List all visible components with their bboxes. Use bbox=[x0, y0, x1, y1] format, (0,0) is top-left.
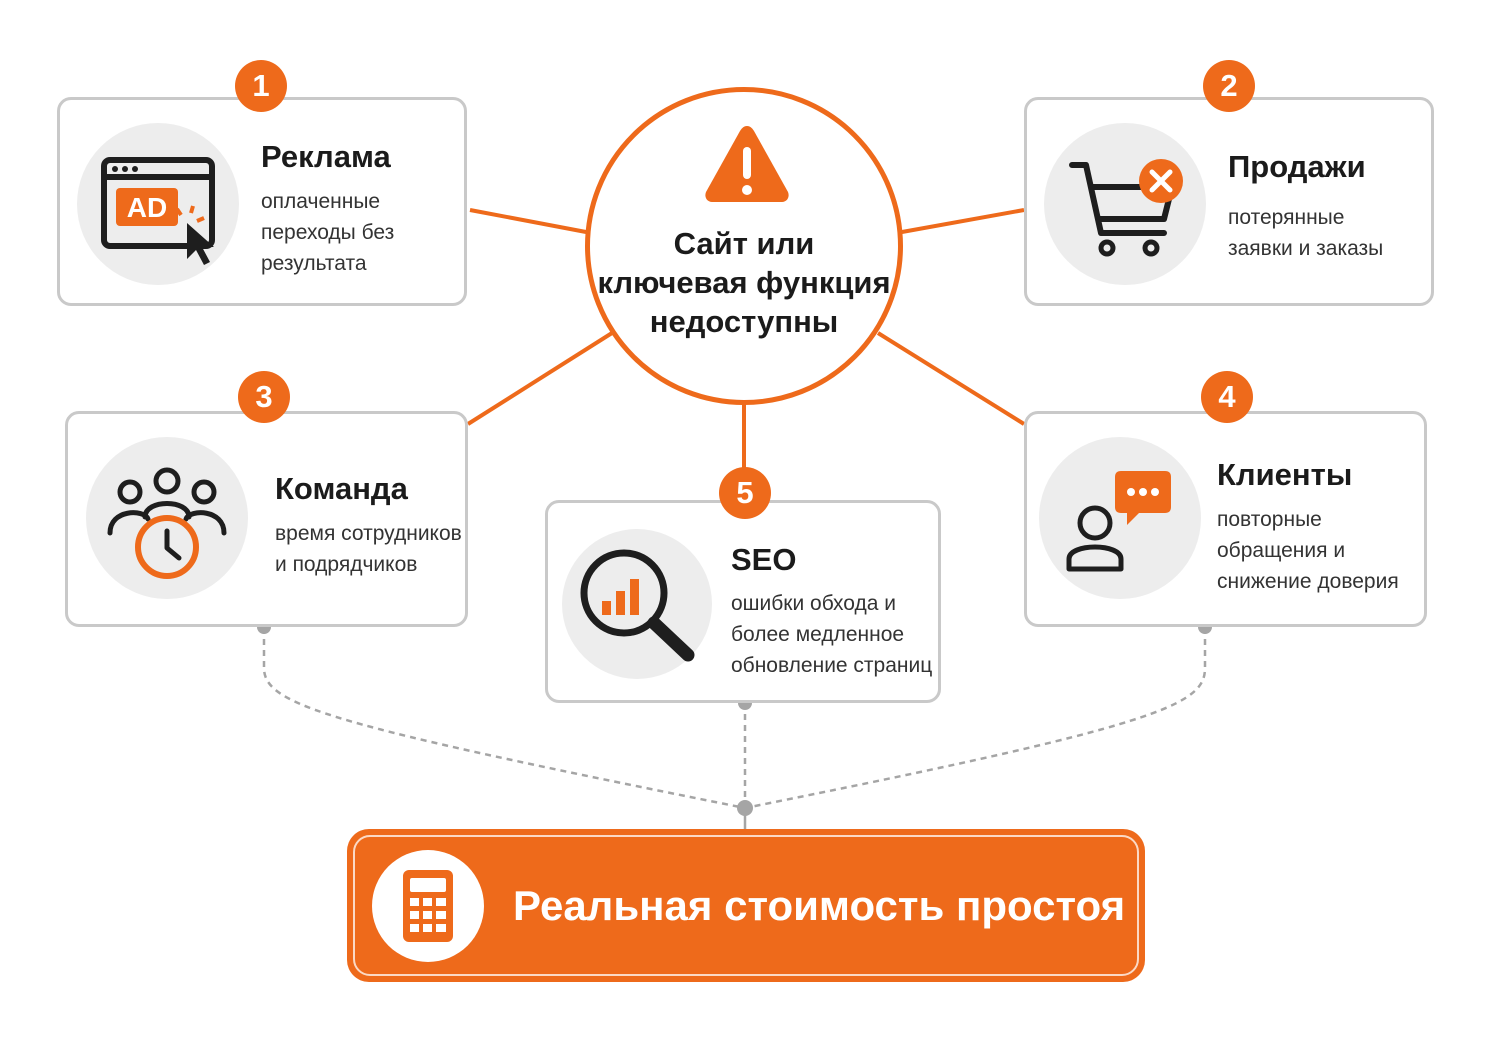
connector-center-card-2 bbox=[901, 208, 1025, 234]
card-title: Клиенты bbox=[1217, 457, 1353, 492]
result-banner-label: Реальная стоимость простоя bbox=[513, 882, 1126, 929]
step-badge-3: 3 bbox=[238, 371, 290, 423]
connector-center-card-4 bbox=[876, 331, 1026, 426]
ad-click-icon: AD bbox=[77, 123, 239, 285]
client-chat-icon bbox=[1039, 437, 1201, 599]
svg-text:AD: AD bbox=[127, 192, 167, 223]
warning-icon bbox=[705, 126, 789, 202]
cart-cancel-icon bbox=[1044, 123, 1206, 285]
card-title: Команда bbox=[275, 471, 408, 506]
card-title: SEO bbox=[731, 542, 797, 577]
result-banner: Реальная стоимость простоя bbox=[347, 829, 1145, 982]
step-badge-4: 4 bbox=[1201, 371, 1253, 423]
calculator-icon bbox=[372, 850, 484, 962]
connector-dot-junction bbox=[737, 800, 753, 816]
card-title: Реклама bbox=[261, 139, 391, 174]
seo-search-icon bbox=[562, 529, 712, 679]
connector-center-card-3 bbox=[466, 331, 614, 426]
result-banner-frame bbox=[353, 835, 1139, 976]
card-title: Продажи bbox=[1228, 149, 1366, 184]
dashed-connector-card-3 bbox=[262, 628, 746, 810]
step-badge-1: 1 bbox=[235, 60, 287, 112]
step-badge-5: 5 bbox=[719, 467, 771, 519]
step-badge-2: 2 bbox=[1203, 60, 1255, 112]
connector-center-card-1 bbox=[469, 208, 587, 234]
team-time-icon bbox=[86, 437, 248, 599]
